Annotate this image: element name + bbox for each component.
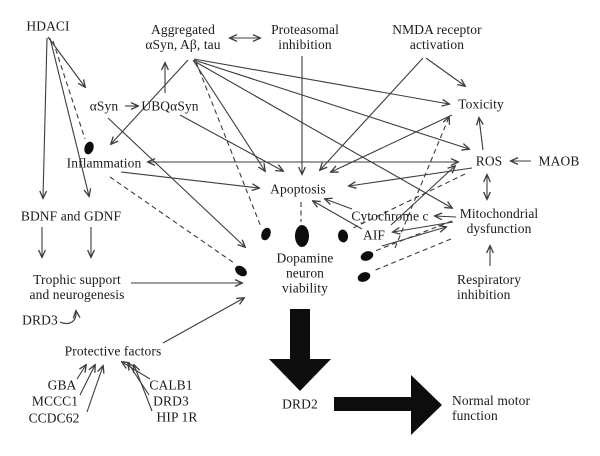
node-ros: ROS (475, 153, 503, 169)
solid-edges (42, 37, 531, 413)
node-drd2: DRD2 (282, 396, 318, 412)
node-hip1r: HIP 1R (156, 409, 198, 425)
inhibition-dots (84, 141, 374, 282)
node-drd3-up: DRD3 (22, 312, 58, 328)
dashed-edges (52, 40, 466, 272)
node-aif: AIF (362, 227, 386, 243)
node-maob: MAOB (538, 153, 580, 169)
node-ccdc62: CCDC62 (28, 410, 80, 426)
drd3-upregulation-icon (59, 311, 76, 325)
node-bdnf-gdnf: BDNF and GDNF (20, 208, 122, 224)
viability-to-drd2-arrow-icon (269, 309, 331, 391)
node-nmda: NMDA receptor activation (392, 22, 482, 52)
node-mccc1: MCCC1 (31, 393, 79, 409)
drd2-to-motor-arrow-icon (334, 375, 442, 435)
node-respiratory: Respiratory inhibition (457, 272, 522, 302)
node-hdaci: HDACI (26, 18, 70, 34)
node-toxicity: Toxicity (458, 96, 504, 112)
bold-block-arrows (269, 309, 442, 435)
node-inflammation: Inflammation (66, 155, 142, 171)
node-trophic: Trophic support and neurogenesis (29, 272, 125, 302)
node-aggregated: Aggregated αSyn, Aβ, tau (145, 22, 221, 52)
node-dopamine-viability: Dopamine neuron viability (276, 250, 334, 296)
node-mitochondrial: Mitochondrial dysfunction (459, 206, 539, 236)
node-ubqasyn: UBQαSyn (141, 98, 199, 114)
node-cytochrome-c: Cytochrome c (351, 208, 429, 224)
node-asyn: αSyn (89, 98, 119, 114)
node-proteasomal: Proteasomal inhibition (271, 22, 339, 52)
node-drd3: DRD3 (153, 393, 189, 409)
node-calb1: CALB1 (149, 377, 193, 393)
node-gba: GBA (47, 377, 77, 393)
node-normal-motor: Normal motor function (452, 393, 531, 423)
node-protective-factors: Protective factors (64, 343, 162, 359)
node-apoptosis: Apoptosis (270, 181, 326, 197)
